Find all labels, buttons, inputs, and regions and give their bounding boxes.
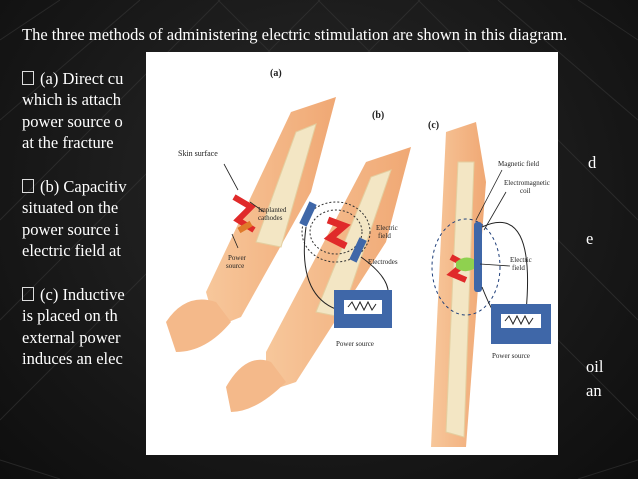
power-source-b-label: Power source (336, 340, 374, 348)
waveform-b-icon (347, 300, 377, 312)
para-c-right-fragment-2: an (586, 381, 602, 400)
electric-field-c-label-1: Electric (510, 256, 532, 264)
electric-field-c-label-2: field (512, 264, 525, 272)
bone-a-shape (255, 123, 317, 248)
power-source-a-label-1: Power (228, 254, 247, 262)
para-a: (a) Direct cu which is attach power sour… (22, 68, 124, 152)
para-a-right-fragment: d (588, 153, 597, 172)
electric-field-b-label-1: Electric (376, 224, 398, 232)
fracture-b-mark (323, 216, 351, 250)
diagram-svg: (a) Skin surface Implanted cathodes Powe… (166, 68, 551, 447)
bone-c-shape (445, 161, 475, 438)
intro-text: The three methods of administering elect… (22, 25, 568, 44)
panel-a-label: (a) (270, 68, 282, 79)
bone-b-shape (315, 169, 392, 318)
power-source-c-display (501, 314, 541, 328)
electric-field-b-ring-1 (301, 201, 371, 263)
electric-stimulation-diagram: (a) Skin surface Implanted cathodes Powe… (146, 52, 558, 455)
electrode-b-left (299, 201, 317, 227)
implanted-cathodes-label-1: Implanted (258, 206, 287, 214)
magnetic-field-label: Magnetic field (498, 160, 540, 168)
panel-a (166, 97, 336, 352)
em-coil-label-1: Electromagnetic (504, 179, 550, 187)
para-c-right-fragment-1: oil (586, 357, 604, 376)
magnetic-field-c-ring (431, 218, 501, 316)
panel-c (431, 122, 551, 447)
cathode-a-mark (237, 220, 253, 234)
electrodes-label: Electrodes (368, 258, 398, 266)
waveform-c-icon (504, 314, 534, 326)
hand-b-shape (226, 359, 286, 412)
panel-c-label: (c) (428, 120, 439, 131)
power-source-a-label-2: source (226, 262, 244, 270)
electrode-b-right (349, 237, 367, 263)
hand-a-shape (166, 299, 231, 352)
electric-field-b-ring-2 (309, 209, 363, 255)
slide-body-text: The three methods of administering elect… (22, 24, 622, 370)
implanted-cathodes-label-2: cathodes (258, 214, 283, 222)
para-b-right-fragment: e (586, 229, 594, 248)
electric-field-b-label-2: field (378, 232, 391, 240)
skin-surface-label: Skin surface (178, 149, 218, 158)
power-source-c-label: Power source (492, 352, 530, 360)
bullet-icon (22, 70, 34, 85)
para-b: (b) Capacitiv situated on the power sour… (22, 176, 127, 260)
panel-b-label: (b) (372, 110, 384, 121)
bullet-icon (22, 178, 34, 193)
para-c: (c) Inductive is placed on th external p… (22, 284, 125, 368)
em-coil-label-2: coil (520, 187, 531, 195)
panel-b (226, 147, 411, 412)
bullet-icon (22, 286, 34, 301)
electromagnetic-coil-c (474, 222, 482, 292)
